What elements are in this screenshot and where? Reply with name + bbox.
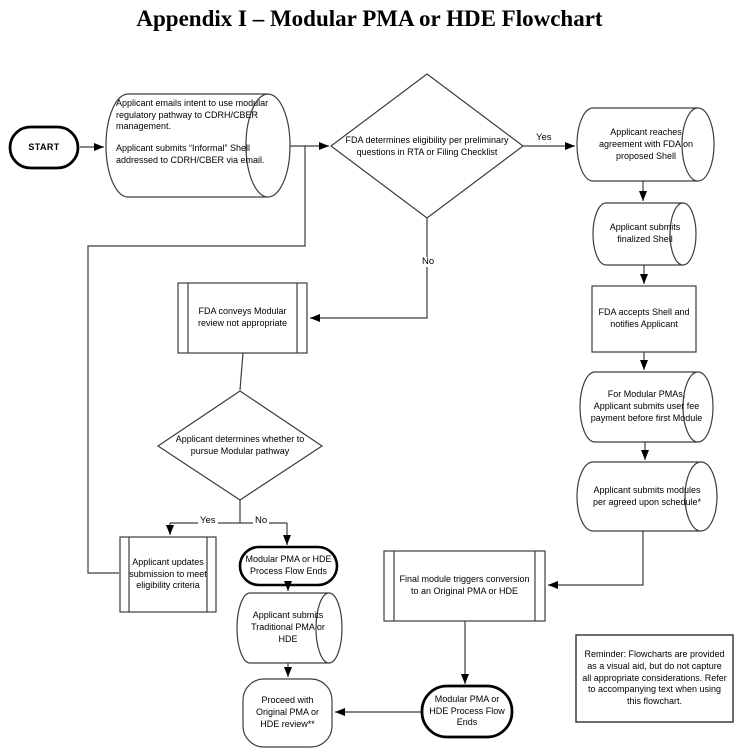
cylinder-intent-shape: [105, 93, 291, 198]
page-title: Appendix I – Modular PMA or HDE Flowchar…: [136, 6, 603, 31]
diamond-eligibility-shape: [330, 73, 524, 219]
connector-update-feedback: [87, 146, 306, 574]
process-update-submission-shape: [119, 536, 217, 613]
cylinder-user-fee-shape: [579, 371, 714, 443]
edge-label-pursue-yes: Yes: [198, 515, 218, 527]
process-not-appropriate-shape: [177, 282, 308, 354]
connector-notappropriate-to-pursue: [239, 352, 244, 391]
process-final-module-shape: [383, 550, 546, 622]
edge-label-pursue-no: No: [253, 515, 270, 527]
rounded-proceed-shape: [242, 678, 333, 748]
cylinder-agreement-shape: [576, 107, 715, 182]
cylinder-finalized-shell-shape: [592, 202, 697, 266]
diamond-pursue-shape: [156, 390, 324, 501]
terminator-start-shape: [8, 125, 80, 170]
cylinder-submit-modules-shape: [576, 461, 718, 532]
reminder-box-shape: [575, 634, 734, 723]
connector-eligibility-no: [310, 218, 428, 322]
cylinder-traditional-shape: [236, 592, 343, 664]
connector-modules-to-finalmodule: [548, 531, 644, 589]
rect-accepts-shell-shape: [591, 285, 697, 353]
edge-label-eligibility-no: No: [420, 256, 437, 268]
edge-label-eligibility-yes: Yes: [534, 132, 554, 144]
terminator-flow-ends-bottom-shape: [420, 684, 514, 739]
terminator-flow-ends-mid-shape: [238, 545, 339, 587]
